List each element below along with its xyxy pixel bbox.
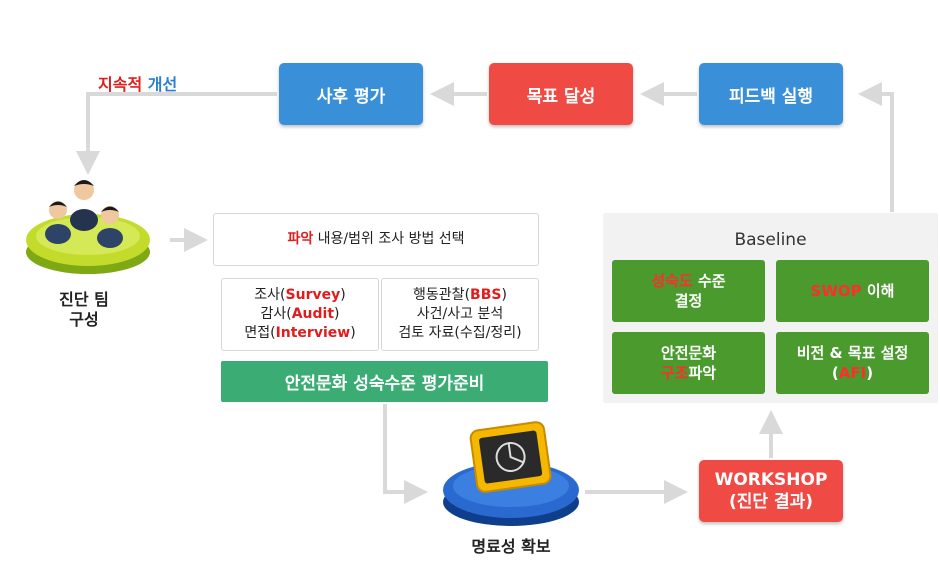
feedback-execution-label: 피드백 실행: [728, 86, 814, 107]
method-document-review: 검토 자료(수집/정리): [398, 325, 522, 341]
feedback-execution-box: 피드백 실행: [699, 63, 843, 125]
methods-left-box: 조사(Survey) 감사(Audit) 면접(Interview): [221, 278, 379, 351]
post-evaluation-label: 사후 평가: [316, 86, 386, 107]
arrow-baseline-to-feedback: [858, 82, 894, 212]
clarity-label: 명료성 확보: [471, 537, 551, 556]
person-icon: [97, 206, 123, 248]
goal-achievement-label: 목표 달성: [526, 86, 596, 107]
method-survey: 조사(Survey): [254, 287, 346, 303]
method-selection-box: 파악 내용/범위 조사 방법 선택: [213, 213, 539, 266]
team-label: 진단 팀 구성: [59, 290, 109, 329]
clarity-illustration: [443, 421, 579, 526]
person-icon: [45, 201, 71, 244]
maturity-level-cell: 성숙도 수준 결정: [612, 260, 765, 322]
methods-right-box: 행동관찰(BBS) 사건/사고 분석 검토 자료(수집/정리): [381, 278, 539, 351]
vision-goal-cell: 비전 & 목표 설정 (AFI): [776, 332, 929, 394]
method-audit: 감사(Audit): [260, 306, 340, 322]
method-interview: 면접(Interview): [244, 325, 356, 341]
swop-cell: SWOP 이해: [776, 260, 929, 322]
workshop-box: WORKSHOP (진단 결과): [699, 460, 843, 522]
method-incident-analysis: 사건/사고 분석: [416, 306, 504, 322]
arrow-prep-to-clarity: [383, 404, 428, 504]
monitor-icon: [469, 421, 552, 493]
post-evaluation-box: 사후 평가: [279, 63, 423, 125]
culture-structure-cell: 안전문화 구조파악: [612, 332, 765, 394]
baseline-title: Baseline: [734, 230, 807, 250]
method-bbs: 행동관찰(BBS): [413, 287, 507, 303]
baseline-panel: Baseline 성숙도 수준 결정 SWOP 이해 안전문화 구조파악 비전 …: [603, 213, 938, 403]
method-selection-text: 파악 내용/범위 조사 방법 선택: [287, 231, 465, 247]
goal-achievement-box: 목표 달성: [489, 63, 633, 125]
person-icon: [70, 180, 98, 231]
continuous-improvement-label: 지속적 개선: [98, 75, 178, 94]
evaluation-prep-bar: 안전문화 성숙수준 평가준비: [221, 361, 548, 402]
arrow-posteval-to-team: [76, 92, 277, 175]
team-illustration: [26, 180, 150, 274]
